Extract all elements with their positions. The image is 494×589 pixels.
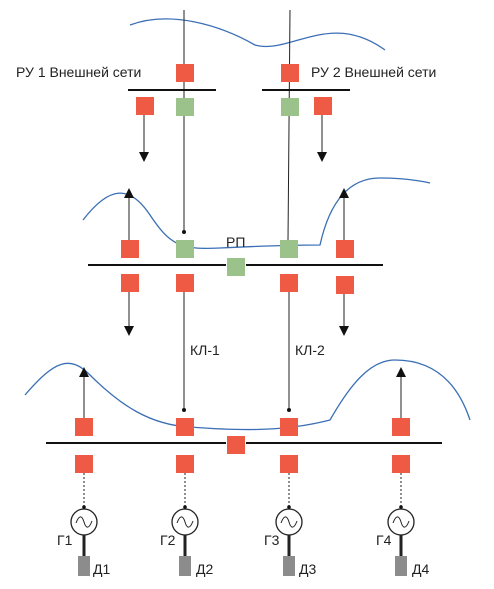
ru2-load-switch[interactable] xyxy=(314,97,332,115)
ru1-label: РУ 1 Внешней сети xyxy=(16,64,141,80)
sine-icon xyxy=(392,516,410,528)
gen2-switch[interactable] xyxy=(176,455,194,473)
rp-feeder2-out-switch[interactable] xyxy=(280,274,298,292)
ru1-load-switch[interactable] xyxy=(136,97,154,115)
motor-icon xyxy=(395,556,407,576)
generator-1: Г1 Д1 xyxy=(57,508,110,577)
generator-2: Г2 Д2 xyxy=(160,508,213,577)
rp-feeder1-dot xyxy=(182,230,186,234)
rp-left-up-arrow xyxy=(124,188,134,198)
motor-label: Д3 xyxy=(299,561,316,577)
rp-right-up-arrow xyxy=(339,188,349,198)
ru1-outgoing-switch[interactable] xyxy=(176,98,194,116)
rp-right-load-switch[interactable] xyxy=(336,276,354,294)
rp-left-gen-switch[interactable] xyxy=(121,240,139,258)
kl2-label: КЛ-2 xyxy=(295,342,325,358)
ru2-label: РУ 2 Внешней сети xyxy=(311,64,436,80)
gen4-switch[interactable] xyxy=(392,455,410,473)
gen1-switch[interactable] xyxy=(75,455,93,473)
motor-label: Д2 xyxy=(196,561,213,577)
gen-label: Г1 xyxy=(57,532,73,548)
rp-label: РП xyxy=(226,234,245,250)
bus-kl1-switch[interactable] xyxy=(176,418,194,436)
middle-wave xyxy=(82,177,431,250)
bus-load2-arrow xyxy=(396,367,406,377)
sine-icon xyxy=(280,516,298,528)
gen1-link-dot xyxy=(82,505,86,509)
kl1-end-dot xyxy=(182,408,186,412)
kl1-label: КЛ-1 xyxy=(190,342,220,358)
generator-3: Г3 Д3 xyxy=(264,508,316,577)
kl2-end-dot xyxy=(287,408,291,412)
feeder-line-2 xyxy=(287,9,291,241)
rp-right-down-arrow xyxy=(339,326,349,336)
rp-feeder1-in-switch[interactable] xyxy=(176,240,194,258)
gen2-link-dot xyxy=(183,505,187,509)
ru2-load-arrow xyxy=(317,152,327,162)
top-wave xyxy=(129,18,386,51)
motor-icon xyxy=(78,556,90,576)
bus-kl2-switch[interactable] xyxy=(280,418,298,436)
rp-right-gen-switch[interactable] xyxy=(336,240,354,258)
gen-label: Г2 xyxy=(160,532,176,548)
rp-feeder1-out-switch[interactable] xyxy=(176,274,194,292)
gen3-link-dot xyxy=(287,505,291,509)
motor-label: Д1 xyxy=(93,561,110,577)
ru2-outgoing-switch[interactable] xyxy=(281,98,299,116)
gen-label: Г3 xyxy=(264,532,280,548)
gen-bus-section-switch[interactable] xyxy=(227,436,245,454)
ru2-incomer-switch[interactable] xyxy=(281,64,299,82)
bus-load2-switch[interactable] xyxy=(392,418,410,436)
rp-section-switch[interactable] xyxy=(227,258,245,276)
bus-load1-arrow xyxy=(79,367,89,377)
gen3-switch[interactable] xyxy=(280,455,298,473)
sine-icon xyxy=(176,516,194,528)
ru1-incomer-switch[interactable] xyxy=(176,64,194,82)
generator-4: Г4 Д4 xyxy=(376,508,429,577)
rp-left-down-arrow xyxy=(124,326,134,336)
motor-icon xyxy=(179,556,191,576)
gen-label: Г4 xyxy=(376,532,392,548)
gen4-link-dot xyxy=(399,505,403,509)
motor-icon xyxy=(283,556,295,576)
rp-left-load-switch[interactable] xyxy=(121,274,139,292)
motor-label: Д4 xyxy=(412,561,429,577)
bus-load1-switch[interactable] xyxy=(75,418,93,436)
ru1-load-arrow xyxy=(139,152,149,162)
bottom-wave xyxy=(24,359,471,431)
rp-feeder2-in-switch[interactable] xyxy=(280,240,298,258)
sine-icon xyxy=(75,516,93,528)
